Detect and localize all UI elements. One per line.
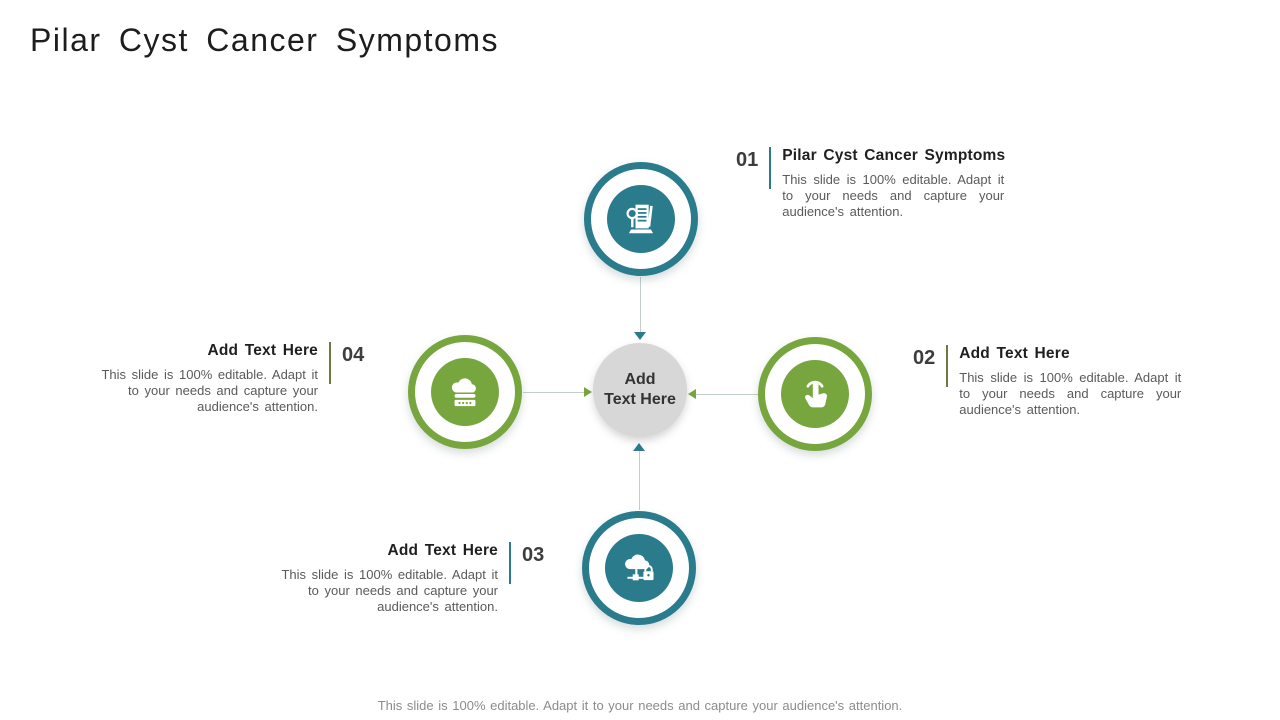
connector-bottom: [639, 451, 640, 510]
step-body: This slide is 100% editable. Adapt it to…: [281, 567, 498, 614]
cloud-storage-password-icon: [431, 358, 499, 426]
footer-note: This slide is 100% editable. Adapt it to…: [377, 698, 903, 713]
divider: [329, 342, 331, 384]
node-01[interactable]: [584, 162, 698, 276]
secure-cloud-network-icon: [605, 534, 673, 602]
node-02[interactable]: [758, 337, 872, 451]
divider: [946, 345, 949, 387]
arrow-right-icon: [584, 387, 592, 397]
arrow-up-icon: [633, 443, 645, 451]
step-body: This slide is 100% editable. Adapt it to…: [101, 367, 318, 414]
step-number: 02: [913, 347, 936, 369]
connector-top: [640, 277, 641, 332]
divider: [769, 147, 772, 189]
text-block-01: 01 Pilar Cyst Cancer Symptoms This slide…: [736, 147, 1005, 220]
step-heading[interactable]: Pilar Cyst Cancer Symptoms: [782, 147, 1006, 164]
step-heading[interactable]: Add Text Here: [387, 542, 498, 559]
node-03[interactable]: [582, 511, 696, 625]
center-label: Add Text Here: [604, 371, 676, 408]
touch-gesture-icon: [781, 360, 849, 428]
step-number: 04: [342, 344, 365, 366]
step-number: 03: [522, 544, 545, 566]
connector-left: [523, 392, 584, 393]
page-title: Pilar Cyst Cancer Symptoms: [30, 22, 499, 58]
step-heading[interactable]: Add Text Here: [207, 342, 318, 359]
step-body: This slide is 100% editable. Adapt it to…: [959, 370, 1182, 417]
document-search-icon: [607, 185, 675, 253]
text-block-04: Add Text Here This slide is 100% editabl…: [96, 342, 364, 415]
step-body: This slide is 100% editable. Adapt it to…: [782, 172, 1005, 219]
text-block-02: 02 Add Text Here This slide is 100% edit…: [913, 345, 1181, 418]
connector-right: [696, 394, 758, 395]
node-04[interactable]: [408, 335, 522, 449]
step-number: 01: [736, 149, 759, 171]
center-add-text-placeholder[interactable]: Add Text Here: [593, 343, 687, 437]
arrow-left-icon: [688, 389, 696, 399]
arrow-down-icon: [634, 332, 646, 340]
divider: [509, 542, 511, 584]
text-block-03: Add Text Here This slide is 100% editabl…: [276, 542, 544, 615]
step-heading[interactable]: Add Text Here: [959, 345, 1070, 362]
